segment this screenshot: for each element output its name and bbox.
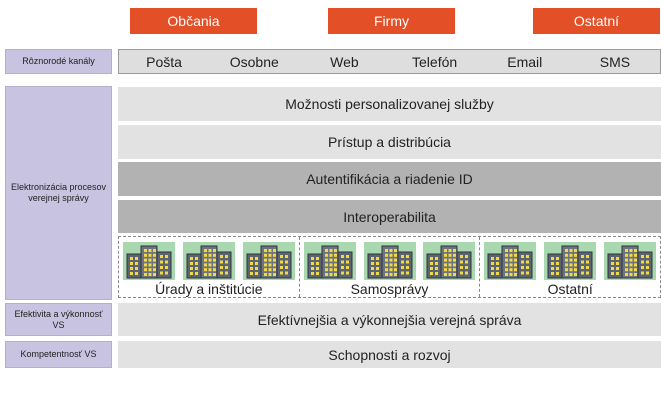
group-label-urady: Úrady a inštitúcie bbox=[155, 280, 263, 297]
institutions-panel: Úrady a inštitúcie Samosprávy bbox=[118, 236, 661, 298]
channel-web: Web bbox=[330, 53, 359, 70]
layer-interoperability: Interoperabilita bbox=[118, 200, 661, 233]
group-label-samospravy: Samosprávy bbox=[350, 280, 429, 297]
building-icon bbox=[242, 242, 295, 280]
channels-bar: Pošta Osobne Web Telefón Email SMS bbox=[118, 49, 661, 74]
building-icon bbox=[423, 242, 476, 280]
building-icon bbox=[604, 242, 657, 280]
channel-osobne: Osobne bbox=[229, 53, 279, 70]
group-ostatni: Ostatní bbox=[480, 237, 660, 297]
building-icon bbox=[303, 242, 356, 280]
tab-firmy[interactable]: Firmy bbox=[328, 8, 455, 34]
channel-sms: SMS bbox=[599, 53, 631, 70]
side-label-efficiency: Efektivita a výkonnosť VS bbox=[5, 303, 112, 336]
side-label-channels: Rôznorodé kanály bbox=[5, 49, 112, 74]
group-urady: Úrady a inštitúcie bbox=[119, 237, 300, 297]
group-samospravy: Samosprávy bbox=[300, 237, 481, 297]
building-icon bbox=[544, 242, 597, 280]
group-label-ostatni: Ostatní bbox=[547, 280, 593, 297]
tab-ostatni[interactable]: Ostatní bbox=[533, 8, 660, 34]
building-icon bbox=[182, 242, 235, 280]
building-icon bbox=[363, 242, 416, 280]
channel-posta: Pošta bbox=[146, 53, 182, 70]
side-label-electronization: Elektronizácia procesov verejnej správy bbox=[5, 86, 112, 300]
layer-access-distribution: Prístup a distribúcia bbox=[118, 125, 661, 159]
tab-obcania[interactable]: Občania bbox=[130, 8, 257, 34]
building-icon bbox=[122, 242, 175, 280]
layer-personalization: Možnosti personalizovanej služby bbox=[118, 87, 661, 121]
channel-email: Email bbox=[507, 53, 543, 70]
band-efficiency: Efektívnejšia a výkonnejšia verejná sprá… bbox=[118, 303, 661, 336]
side-label-competence: Kompetentnosť VS bbox=[5, 341, 112, 368]
band-capabilities: Schopnosti a rozvoj bbox=[118, 341, 661, 368]
layer-authentication: Autentifikácia a riadenie ID bbox=[118, 162, 661, 196]
channel-telefon: Telefón bbox=[412, 53, 458, 70]
building-icon bbox=[484, 242, 537, 280]
